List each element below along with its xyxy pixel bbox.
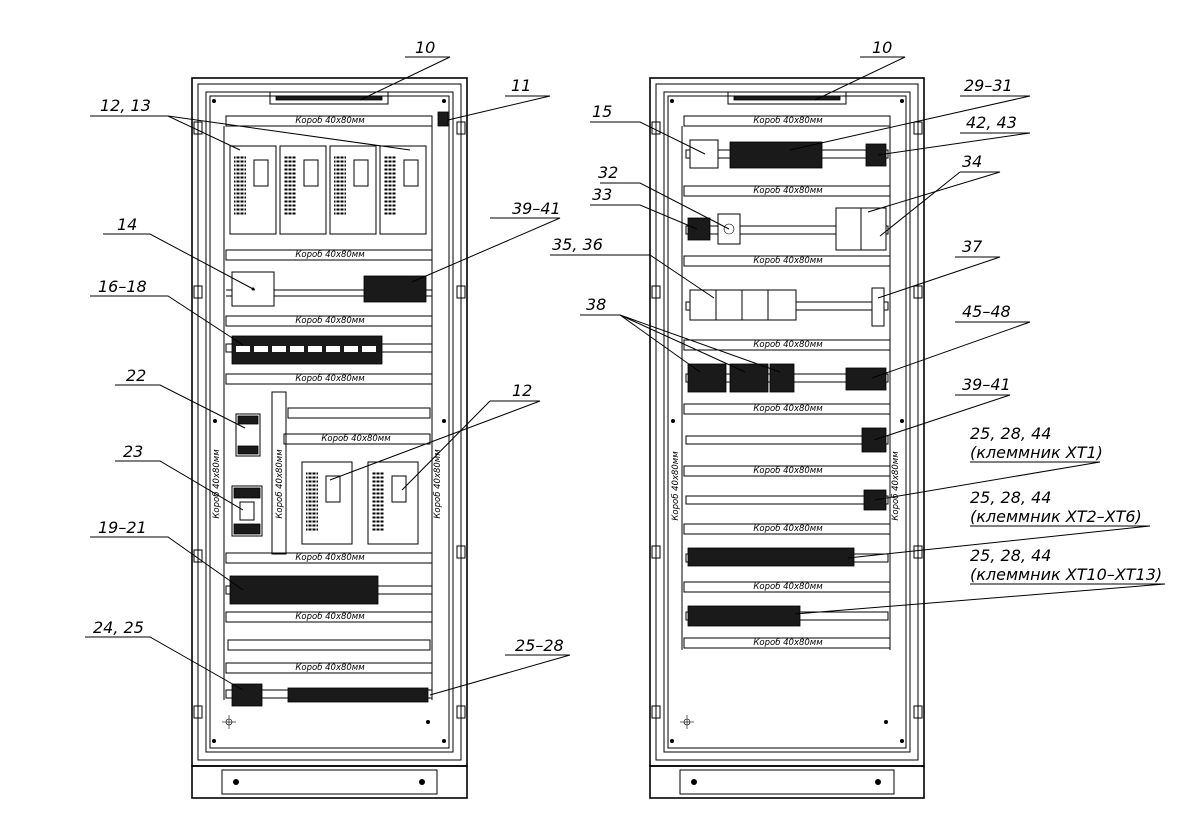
callout-14: 14 (117, 215, 137, 234)
cable-duct (225, 115, 433, 127)
duct-label: Короб 40х80мм (753, 582, 823, 592)
callout-12: 12 (512, 381, 532, 400)
callout-25-28-44-a: 25, 28, 44 (970, 424, 1051, 443)
duct-label: Короб 40х80мм (753, 404, 823, 414)
terminals-45-48 (845, 367, 887, 391)
duct-label: Короб 40х80мм (753, 340, 823, 350)
duct-label: Короб 40х80мм (295, 316, 365, 326)
callout-15: 15 (592, 102, 612, 121)
callout-25-28-44-c: 25, 28, 44 (970, 546, 1051, 565)
left-cabinet: Короб 40х80мм Короб 40х80мм Короб 40х80м… (85, 38, 571, 799)
duct-label: Короб 40х80мм (753, 638, 823, 648)
duct-label: Короб 40х80мм (671, 451, 681, 521)
duct-label: Короб 40х80мм (753, 116, 823, 126)
cable-duct (683, 465, 891, 477)
module-38c (769, 363, 795, 393)
callout-xt10-xt13: (клеммник ХТ10–ХТ13) (970, 565, 1162, 584)
roof-ventilation-grille-left (269, 91, 389, 105)
right-cabinet: Короб 40х80мм Короб 40х80мм Короб 40х80м… (550, 38, 1166, 799)
controller-35-36 (689, 289, 797, 321)
cable-duct (287, 407, 431, 419)
callout-12-13: 12, 13 (100, 96, 151, 115)
duct-label: Короб 40х80мм (295, 553, 365, 563)
device-11 (437, 111, 449, 127)
cable-duct (683, 523, 891, 535)
vertical-cable-duct (271, 391, 287, 555)
roof-ventilation-grille-right (727, 91, 847, 105)
callout-xt2-xt6: (клеммник ХТ2–ХТ6) (970, 507, 1142, 526)
duct-label: Короб 40х80мм (212, 449, 222, 519)
callout-25-28-44-b: 25, 28, 44 (970, 488, 1051, 507)
callout-23: 23 (123, 442, 143, 461)
callout-10-left: 10 (415, 38, 435, 57)
callout-25-28: 25–28 (515, 636, 564, 655)
device-33 (687, 217, 711, 241)
cable-duct (683, 339, 891, 351)
callout-xt1: (клеммник ХТ1) (970, 443, 1103, 462)
callout-42-43: 42, 43 (966, 113, 1017, 132)
right-cabinet-frame (649, 77, 925, 767)
callout-34: 34 (962, 152, 982, 171)
duct-label: Короб 40х80мм (295, 116, 365, 126)
module-38a (687, 363, 727, 393)
callout-32: 32 (598, 163, 618, 182)
callout-22: 22 (126, 366, 146, 385)
terminals-24-25 (231, 683, 263, 707)
cable-duct (683, 185, 891, 197)
cable-duct (683, 115, 891, 127)
duct-label: Короб 40х80мм (753, 466, 823, 476)
device-42-43 (865, 143, 887, 167)
relays-19-21 (229, 575, 379, 605)
left-plinth (191, 765, 468, 799)
device-37 (871, 287, 885, 327)
cable-duct (283, 433, 431, 445)
duct-label: Короб 40х80мм (295, 374, 365, 384)
duct-label: Короб 40х80мм (753, 186, 823, 196)
duct-label: Короб 40х80мм (891, 451, 901, 521)
cable-duct (227, 639, 431, 651)
callout-29-31: 29–31 (964, 76, 1013, 95)
module-38b (729, 363, 769, 393)
duct-label: Короб 40х80мм (321, 434, 391, 444)
callout-11: 11 (511, 76, 531, 95)
callout-33: 33 (592, 185, 612, 204)
callout-35-36: 35, 36 (552, 235, 603, 254)
callout-38: 38 (586, 295, 606, 314)
terminal-block-xt2-xt6 (687, 547, 855, 567)
duct-label: Короб 40х80мм (275, 449, 285, 519)
terminals-25-28 (287, 687, 429, 703)
cable-duct (683, 403, 891, 415)
cable-duct (683, 581, 891, 593)
callout-39-41-left: 39–41 (512, 199, 561, 218)
callout-19-21: 19–21 (98, 518, 147, 537)
callout-39-41-right: 39–41 (962, 375, 1011, 394)
duct-label: Короб 40х80мм (753, 524, 823, 534)
duct-label: Короб 40х80мм (753, 256, 823, 266)
terminal-block-39-41-left (363, 275, 427, 303)
callout-10-right: 10 (872, 38, 892, 57)
callout-45-48: 45–48 (962, 302, 1011, 321)
callout-16-18: 16–18 (98, 277, 147, 296)
duct-label: Короб 40х80мм (433, 449, 443, 519)
cable-duct (683, 255, 891, 267)
callout-37: 37 (962, 237, 983, 256)
callout-24-25: 24, 25 (93, 618, 144, 637)
right-plinth (649, 765, 925, 799)
duct-label: Короб 40х80мм (295, 612, 365, 622)
duct-label: Короб 40х80мм (295, 663, 365, 673)
terminal-block-xt10-xt13 (687, 605, 801, 627)
frequency-converters-row (229, 145, 427, 235)
duct-label: Короб 40х80мм (295, 250, 365, 260)
cable-duct (683, 637, 891, 649)
